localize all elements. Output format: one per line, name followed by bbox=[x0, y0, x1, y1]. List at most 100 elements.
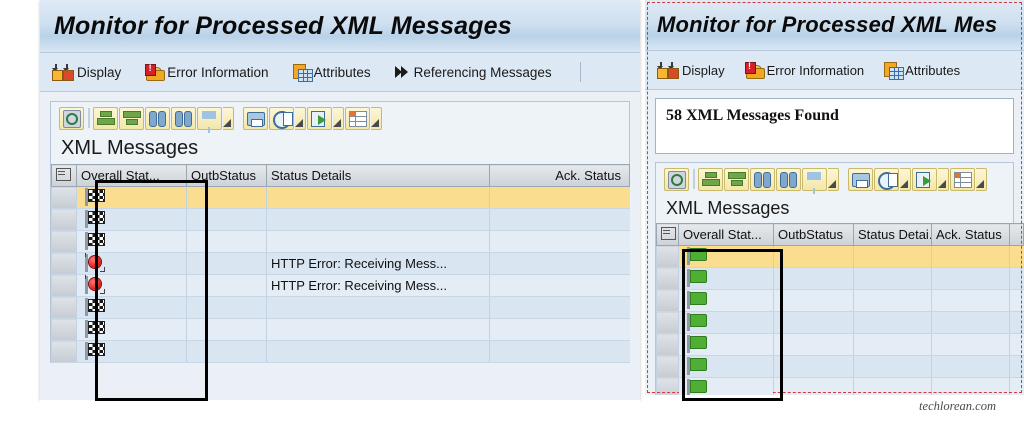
cell-truncated[interactable] bbox=[1009, 245, 1024, 268]
menu-item-referencing-messages[interactable]: Referencing Messages bbox=[394, 65, 552, 80]
cell-overall-status[interactable] bbox=[76, 186, 187, 209]
cell-outbstatus[interactable] bbox=[186, 230, 267, 253]
cell-status-details[interactable] bbox=[853, 311, 932, 334]
cell-status-details[interactable] bbox=[853, 355, 932, 378]
info-dropdown-caret[interactable] bbox=[900, 167, 911, 191]
sort-ascending-icon[interactable] bbox=[698, 167, 723, 191]
column-header-status-details[interactable]: Status Detai... bbox=[853, 223, 932, 246]
layout-dropdown-caret[interactable] bbox=[976, 167, 987, 191]
row-selector[interactable] bbox=[647, 2, 1022, 393]
cell-ack-status[interactable] bbox=[931, 267, 1010, 290]
row-selector[interactable] bbox=[51, 252, 77, 275]
table-row[interactable]: HTTP Error: Receiving Mess... bbox=[51, 274, 630, 297]
cell-outbstatus[interactable] bbox=[186, 208, 267, 231]
table-row[interactable] bbox=[51, 340, 630, 363]
find-next-icon[interactable] bbox=[171, 106, 196, 130]
cell-status-details[interactable] bbox=[266, 208, 490, 231]
cell-overall-status[interactable] bbox=[76, 252, 187, 275]
cell-ack-status[interactable] bbox=[489, 318, 630, 341]
filter-icon[interactable] bbox=[802, 167, 827, 194]
row-selector[interactable] bbox=[51, 274, 77, 297]
cell-status-details[interactable] bbox=[266, 230, 490, 253]
detail-search-icon[interactable] bbox=[59, 106, 84, 130]
cell-ack-status[interactable] bbox=[489, 274, 630, 297]
cell-outbstatus[interactable] bbox=[186, 296, 267, 319]
menu-item-error-information[interactable]: Error Information bbox=[145, 63, 269, 81]
cell-overall-status[interactable] bbox=[678, 311, 774, 334]
select-all-header[interactable] bbox=[656, 223, 679, 246]
table-row[interactable] bbox=[656, 311, 1024, 334]
cell-truncated[interactable] bbox=[1009, 267, 1024, 290]
cell-overall-status[interactable] bbox=[76, 318, 187, 341]
cell-outbstatus[interactable] bbox=[186, 274, 267, 297]
print-icon[interactable] bbox=[848, 167, 873, 191]
cell-overall-status[interactable] bbox=[76, 296, 187, 319]
table-row[interactable] bbox=[656, 289, 1024, 312]
row-selector[interactable] bbox=[51, 296, 77, 319]
info-dropdown-caret[interactable] bbox=[295, 106, 306, 130]
cell-status-details[interactable]: HTTP Error: Receiving Mess... bbox=[266, 252, 490, 275]
cell-truncated[interactable] bbox=[1009, 333, 1024, 356]
column-header-ack-status[interactable]: Ack. Status bbox=[489, 164, 630, 187]
cell-status-details[interactable] bbox=[266, 296, 490, 319]
cell-ack-status[interactable] bbox=[931, 245, 1010, 268]
info-icon[interactable] bbox=[269, 106, 294, 130]
cell-outbstatus[interactable] bbox=[186, 252, 267, 275]
menu-item-attributes[interactable]: Attributes bbox=[292, 63, 371, 82]
filter-dropdown-caret[interactable] bbox=[828, 167, 839, 191]
info-icon[interactable] bbox=[874, 167, 899, 191]
sort-descending-icon[interactable] bbox=[119, 106, 144, 130]
cell-status-details[interactable] bbox=[853, 289, 932, 312]
row-selector[interactable] bbox=[51, 186, 77, 209]
select-all-header[interactable] bbox=[51, 164, 77, 187]
cell-status-details[interactable]: HTTP Error: Receiving Mess... bbox=[266, 274, 490, 297]
export-dropdown-caret[interactable] bbox=[333, 106, 344, 130]
cell-ack-status[interactable] bbox=[931, 377, 1010, 400]
cell-ack-status[interactable] bbox=[931, 355, 1010, 378]
export-icon[interactable] bbox=[307, 106, 332, 130]
layout-icon[interactable] bbox=[345, 106, 370, 130]
right-menu-item-attributes[interactable]: Attributes bbox=[884, 61, 960, 80]
row-selector[interactable] bbox=[51, 340, 77, 363]
column-header-outbstatus[interactable]: OutbStatus bbox=[186, 164, 267, 187]
row-selector[interactable] bbox=[656, 355, 679, 378]
row-selector[interactable] bbox=[656, 333, 679, 356]
cell-ack-status[interactable] bbox=[931, 289, 1010, 312]
table-row[interactable] bbox=[51, 186, 630, 209]
table-row[interactable] bbox=[656, 377, 1024, 400]
cell-outbstatus[interactable] bbox=[773, 311, 854, 334]
cell-overall-status[interactable] bbox=[678, 333, 774, 356]
find-icon[interactable] bbox=[145, 106, 170, 130]
cell-overall-status[interactable] bbox=[678, 355, 774, 378]
row-selector[interactable] bbox=[656, 377, 679, 400]
column-header-truncated[interactable] bbox=[1009, 223, 1024, 246]
table-row[interactable] bbox=[656, 267, 1024, 290]
export-dropdown-caret[interactable] bbox=[938, 167, 949, 191]
cell-truncated[interactable] bbox=[1009, 355, 1024, 378]
filter-icon[interactable] bbox=[197, 106, 222, 133]
cell-status-details[interactable] bbox=[853, 377, 932, 400]
cell-outbstatus[interactable] bbox=[773, 245, 854, 268]
filter-dropdown-caret[interactable] bbox=[223, 106, 234, 130]
column-header-overall-status[interactable]: Overall Stat... bbox=[76, 164, 187, 187]
cell-ack-status[interactable] bbox=[489, 340, 630, 363]
right-menu-item-error-information[interactable]: Error Information bbox=[744, 61, 864, 79]
cell-overall-status[interactable] bbox=[678, 289, 774, 312]
menu-item-display[interactable]: Display bbox=[52, 63, 121, 81]
cell-overall-status[interactable] bbox=[76, 230, 187, 253]
cell-ack-status[interactable] bbox=[489, 252, 630, 275]
cell-outbstatus[interactable] bbox=[186, 340, 267, 363]
cell-outbstatus[interactable] bbox=[186, 318, 267, 341]
layout-icon[interactable] bbox=[950, 167, 975, 191]
column-header-status-details[interactable]: Status Details bbox=[266, 164, 490, 187]
export-icon[interactable] bbox=[912, 167, 937, 191]
table-row[interactable] bbox=[51, 208, 630, 231]
cell-ack-status[interactable] bbox=[931, 333, 1010, 356]
detail-search-icon[interactable] bbox=[664, 167, 689, 191]
cell-ack-status[interactable] bbox=[489, 230, 630, 253]
row-selector[interactable] bbox=[656, 289, 679, 312]
cell-overall-status[interactable] bbox=[76, 340, 187, 363]
cell-overall-status[interactable] bbox=[678, 245, 774, 268]
cell-outbstatus[interactable] bbox=[773, 377, 854, 400]
cell-status-details[interactable] bbox=[266, 318, 490, 341]
